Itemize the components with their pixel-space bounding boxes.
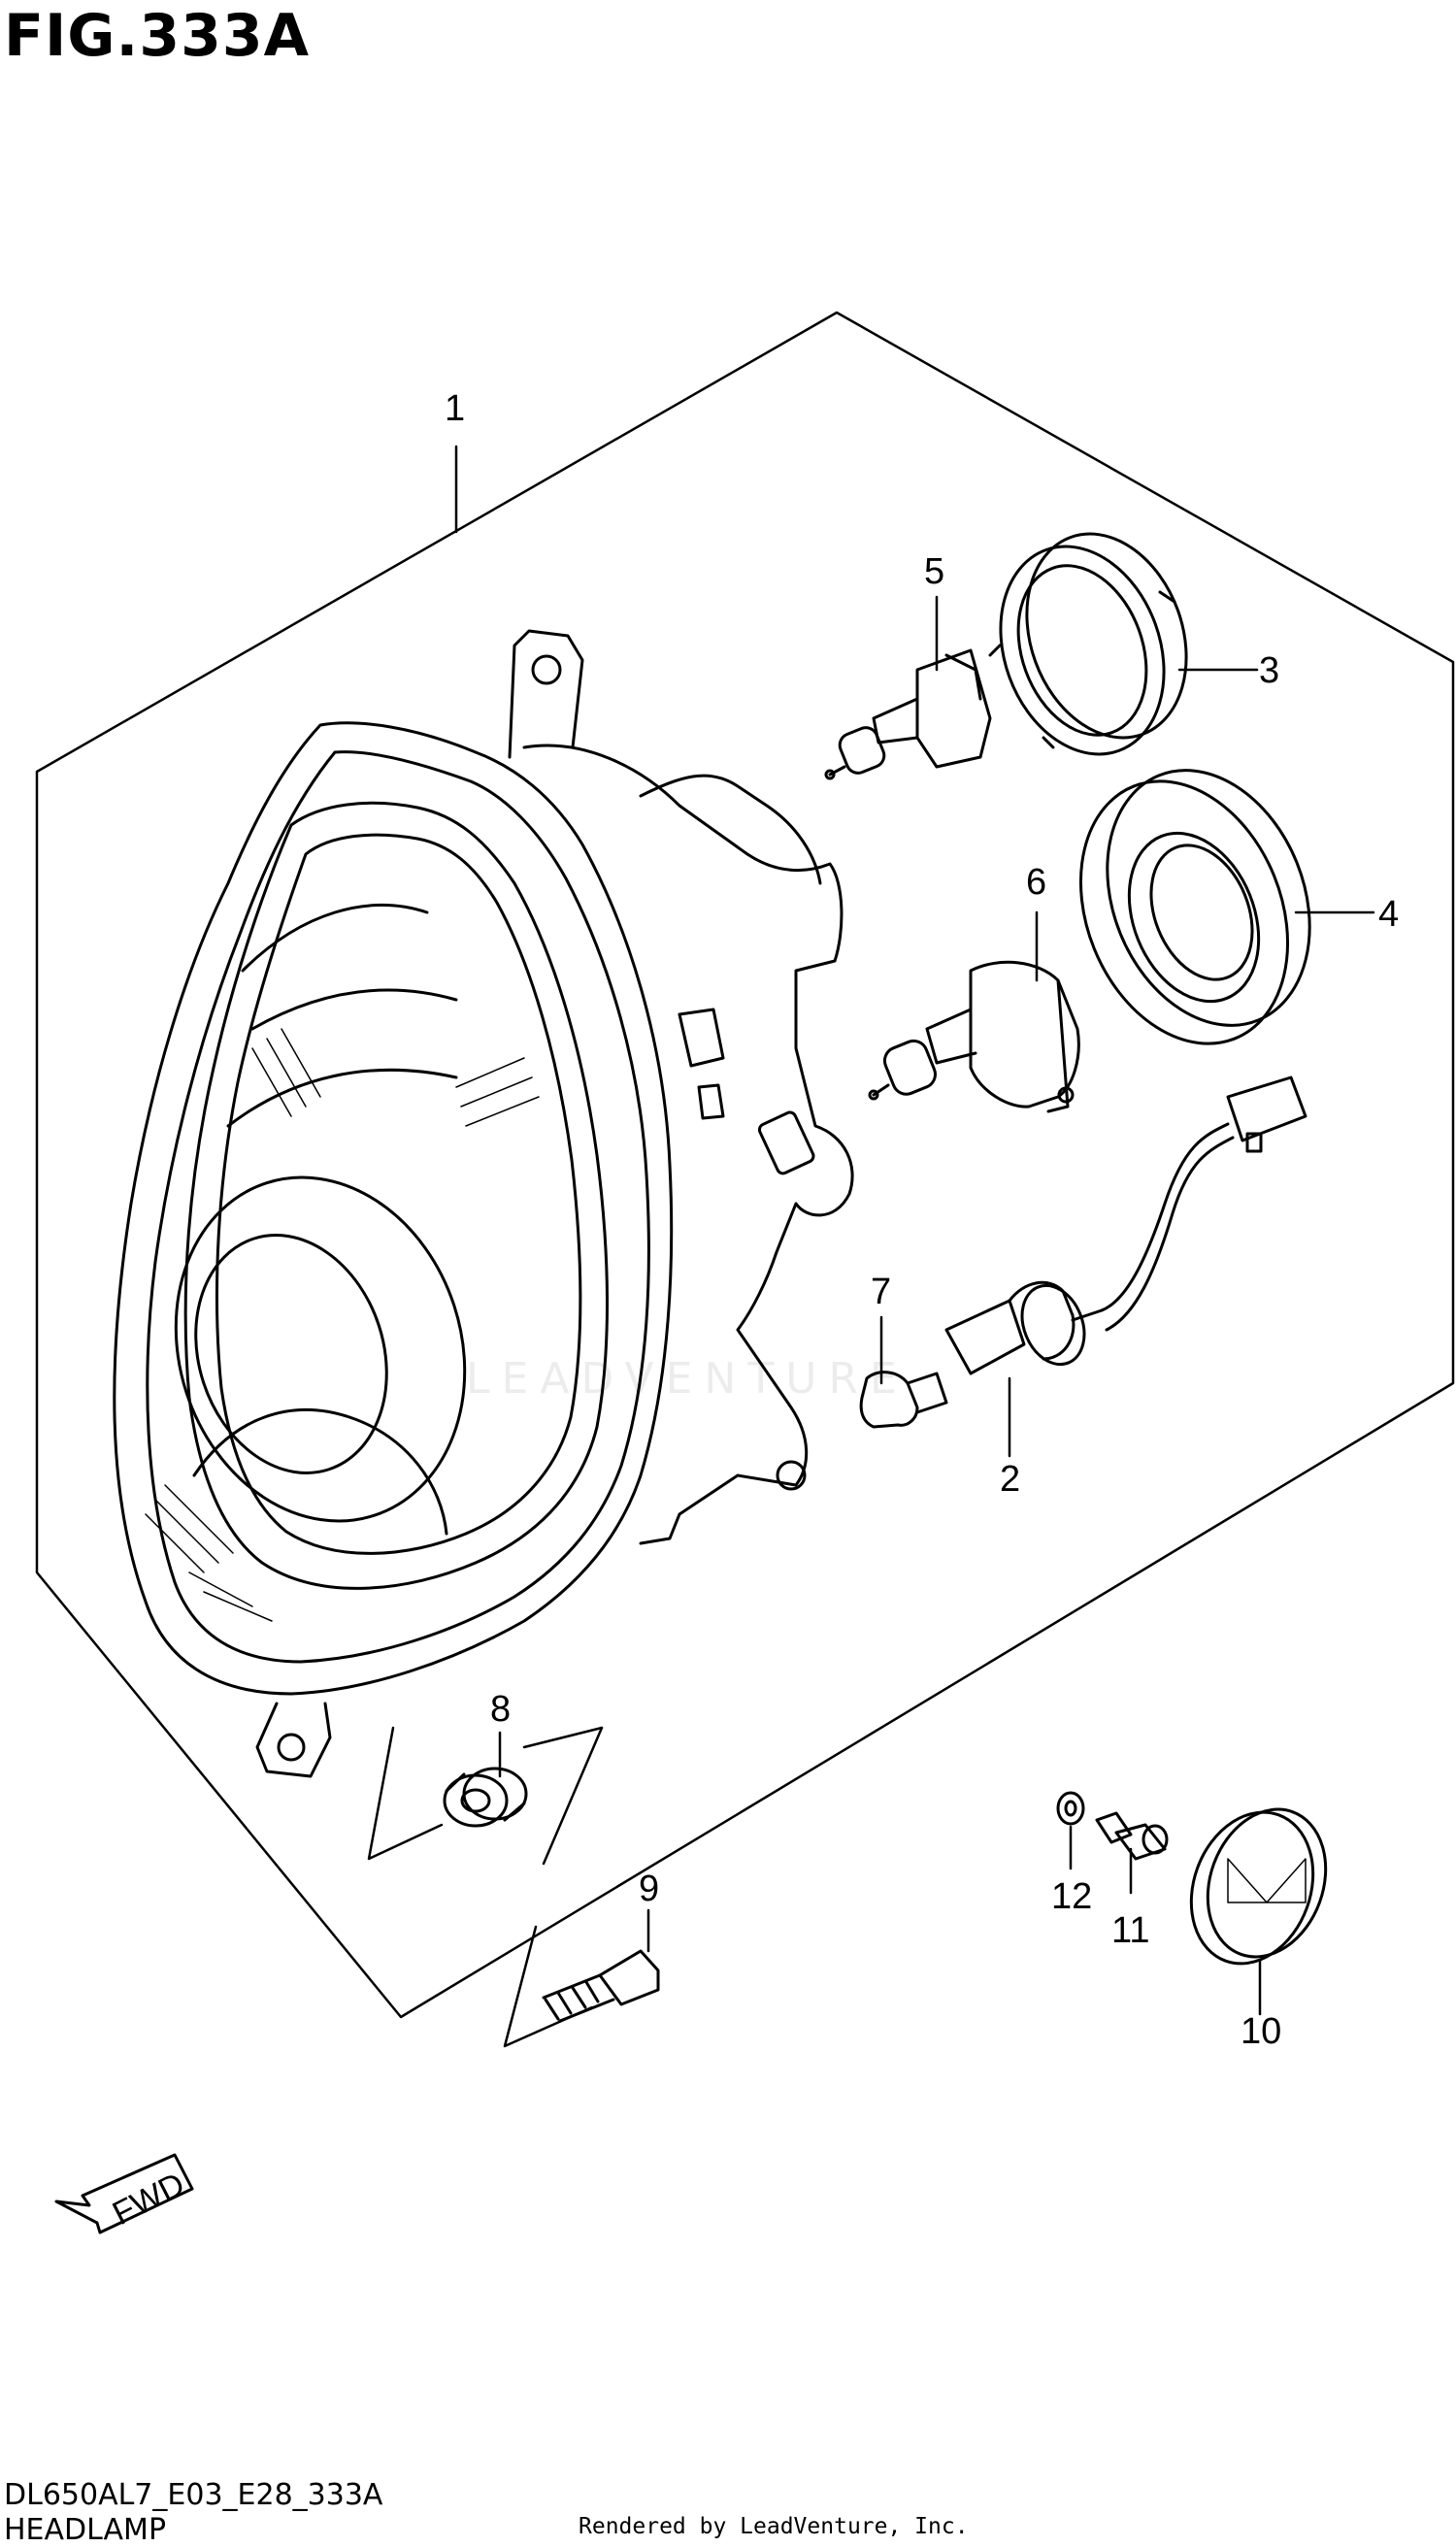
socket-harness-part-2 (944, 1075, 1307, 1375)
assembly-boundary (35, 311, 1455, 2019)
callout-9: 9 (639, 1869, 660, 1909)
callout-1: 1 (445, 388, 466, 429)
bolt-indicator-bracket (503, 1925, 594, 2048)
model-code: DL650AL7_E03_E28_333A (4, 2478, 383, 2512)
figure-title: FIG.333A (4, 2, 311, 70)
callout-3: 3 (1259, 650, 1280, 691)
callout-8: 8 (490, 1689, 512, 1730)
grommet-part-8 (443, 1767, 528, 1828)
bulb-part-6 (868, 960, 1080, 1113)
watermark-text: LEADVENTURE (466, 1354, 909, 1404)
leader-lines (454, 445, 1375, 2016)
callout-12: 12 (1051, 1876, 1093, 1917)
spacer-part-11 (1095, 1811, 1169, 1861)
bolt-part-9 (542, 1949, 660, 2023)
retaining-ring-part-3 (988, 532, 1188, 756)
grommet-indicator-bracket (367, 1726, 444, 1861)
washer-part-12 (1056, 1791, 1085, 1826)
callout-11: 11 (1111, 1910, 1150, 1951)
reflector-part-10 (1189, 1807, 1328, 1966)
forward-direction-arrow-icon: FWD (54, 2153, 194, 2234)
bulb-part-7 (859, 1371, 948, 1429)
render-credit: Rendered by LeadVenture, Inc. (579, 2514, 969, 2539)
callout-7: 7 (871, 1272, 892, 1312)
callout-4: 4 (1378, 894, 1400, 935)
fwd-label: FWD (107, 2166, 190, 2233)
callout-10: 10 (1241, 2011, 1282, 2052)
bulb-cover-part-4 (1078, 769, 1311, 1045)
headlamp-housing (113, 629, 854, 1778)
callout-5: 5 (924, 551, 945, 592)
callout-2: 2 (1000, 1459, 1021, 1500)
callout-6: 6 (1026, 862, 1047, 903)
bulb-part-5 (824, 648, 992, 780)
section-title: HEADLAMP (4, 2513, 167, 2547)
